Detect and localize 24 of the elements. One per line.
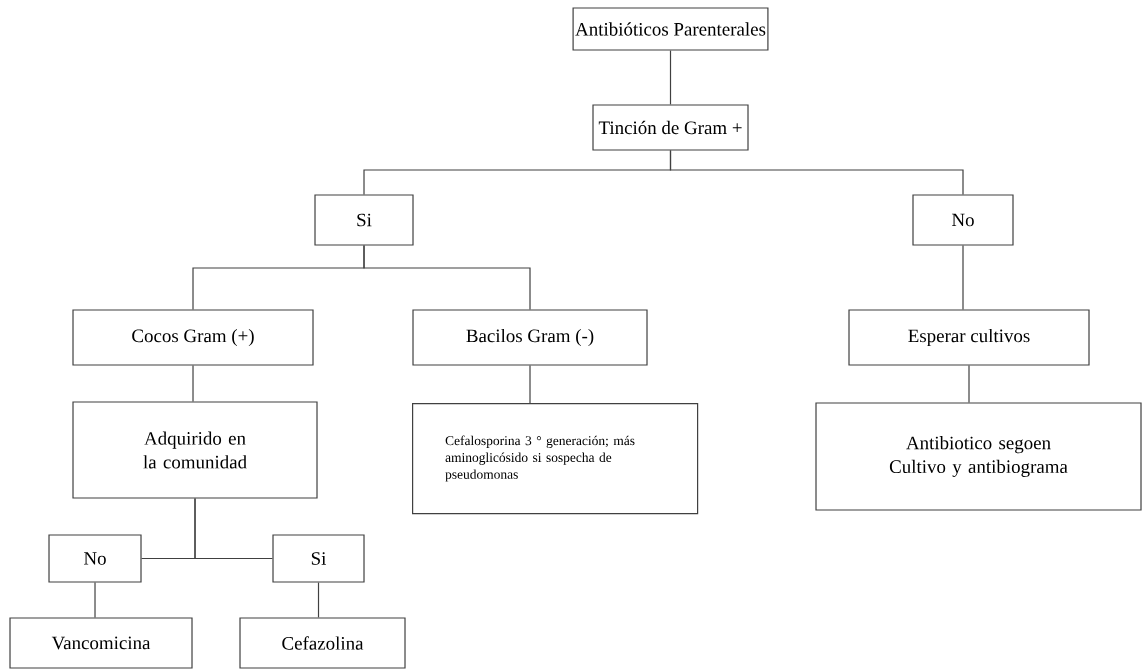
process-box: Vancomicina bbox=[9, 617, 193, 669]
connector-line bbox=[192, 365, 194, 402]
process-box: Cefalosporina 3 ° generación; más aminoglicósido si sospecha de pseudomonas bbox=[412, 403, 699, 515]
connector-line bbox=[94, 582, 96, 618]
connector-line bbox=[962, 245, 964, 310]
process-box: Tinción de Gram + bbox=[592, 104, 749, 151]
connector-line bbox=[669, 50, 672, 105]
process-box: Esperar cultivos bbox=[848, 309, 1090, 366]
connector-line bbox=[529, 365, 531, 404]
process-box: No bbox=[48, 534, 142, 583]
process-box: Si bbox=[314, 194, 414, 246]
process-box: Antibióticos Parenterales bbox=[572, 7, 769, 51]
connector-line bbox=[317, 582, 320, 618]
connector-line bbox=[194, 498, 273, 560]
process-box: Bacilos Gram (-) bbox=[412, 309, 648, 366]
connector-line bbox=[363, 245, 531, 310]
process-box: Cocos Gram (+) bbox=[72, 309, 314, 366]
process-box: No bbox=[912, 194, 1014, 246]
process-box: Adquirido en la comunidad bbox=[72, 401, 318, 499]
process-box: Si bbox=[272, 534, 365, 583]
process-box: Antibiotico segoen Cultivo y antibiograma bbox=[815, 402, 1142, 511]
connector-line bbox=[669, 150, 964, 195]
connector-line bbox=[968, 365, 970, 403]
process-box: Cefazolina bbox=[239, 617, 406, 669]
